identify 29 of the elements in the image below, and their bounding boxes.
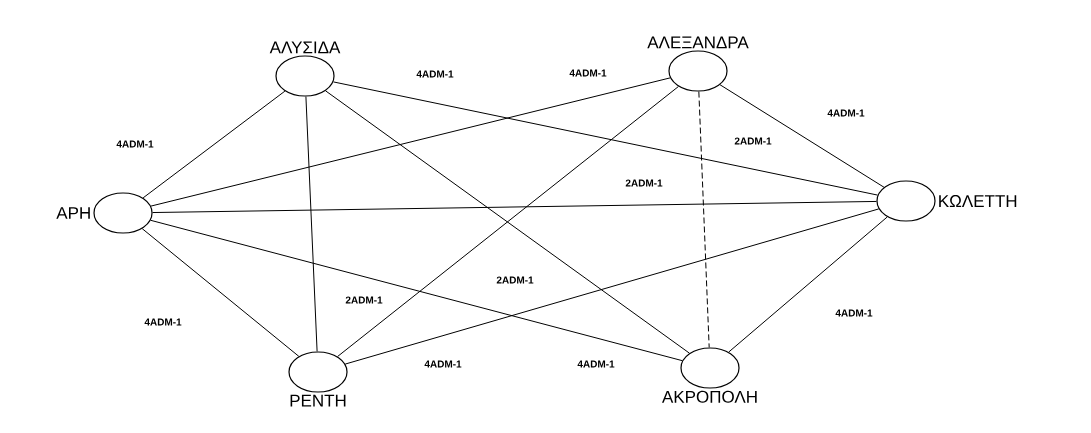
connector-line [142, 90, 286, 199]
link-label: 4ADM-1 [827, 109, 865, 117]
connector-line [305, 96, 318, 352]
connector-line [332, 81, 879, 196]
node-label: ΚΩΛΕΤΤΗ [939, 195, 1017, 207]
node-label: ΑΚΡΟΠΟΛΗ [662, 390, 757, 403]
connector-line [152, 200, 877, 214]
connector-line [141, 228, 300, 357]
connector-line [150, 219, 683, 362]
node-label: ΑΡΗ [56, 207, 90, 219]
link-label: 2ADM-1 [734, 137, 772, 145]
connector-line [344, 208, 880, 365]
node-label: ΑΛΥΣΙΔΑ [269, 41, 341, 54]
link-label: 2ADM-1 [345, 296, 383, 304]
link-label: 4ADM-1 [577, 360, 615, 368]
node-label: ΑΛΕΞΑΝΔΡΑ [647, 36, 749, 49]
link-label: 4ADM-1 [424, 360, 462, 368]
connector-line [728, 216, 888, 353]
link-label: 4ADM-1 [569, 69, 607, 77]
connector-line [719, 84, 885, 188]
node-label: ΡΕΝΤΗ [290, 394, 346, 407]
link-label: 4ADM-1 [116, 140, 154, 148]
link-label: 4ADM-1 [416, 70, 454, 78]
link-label: 4ADM-1 [835, 309, 873, 317]
link-label: 2ADM-1 [625, 179, 663, 187]
link-label: 4ADM-1 [144, 318, 182, 326]
connector-line [698, 91, 710, 348]
connector-line [150, 77, 671, 207]
link-label: 2ADM-1 [496, 276, 534, 284]
